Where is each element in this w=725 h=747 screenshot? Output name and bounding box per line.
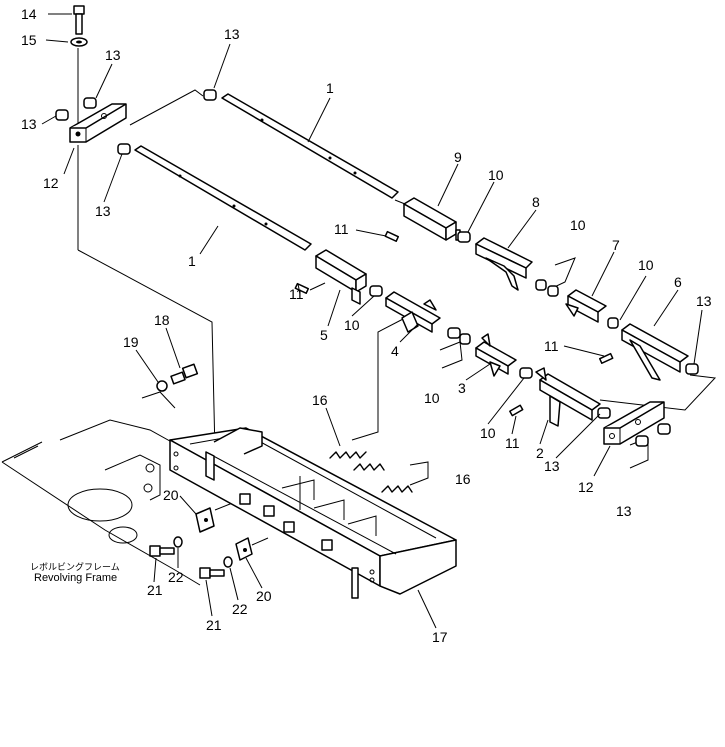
bolt-18 [170, 363, 199, 385]
label-1: 1 [188, 253, 196, 269]
label-13: 13 [544, 458, 560, 474]
label-10: 10 [344, 317, 360, 333]
revolving-frame [1, 419, 201, 586]
rod-1-lower [134, 145, 312, 251]
label-14: 14 [21, 6, 37, 22]
label-10: 10 [480, 425, 496, 441]
clips-20 [195, 507, 253, 561]
label-20: 20 [163, 487, 179, 503]
label-3: 3 [458, 380, 466, 396]
label-13: 13 [105, 47, 121, 63]
label-18: 18 [154, 312, 170, 328]
label-13: 13 [616, 503, 632, 519]
label-10: 10 [488, 167, 504, 183]
bushing-13 [55, 89, 217, 155]
label-15: 15 [21, 32, 37, 48]
lever-6 [621, 323, 689, 381]
label-21: 21 [147, 582, 163, 598]
washers-22 [173, 536, 233, 568]
label-9: 9 [454, 149, 462, 165]
label-leaders [41, 13, 703, 629]
label-16: 16 [455, 471, 471, 487]
label-19: 19 [123, 334, 139, 350]
label-13: 13 [21, 116, 37, 132]
washer-15 [70, 37, 88, 47]
label-10: 10 [638, 257, 654, 273]
frame-17 [169, 427, 457, 599]
label-12: 12 [43, 175, 59, 191]
label-11: 11 [334, 221, 349, 237]
lever-8 [475, 237, 533, 291]
label-10: 10 [424, 390, 440, 406]
bolts-21 [149, 545, 225, 579]
label-13: 13 [224, 26, 240, 42]
label-4: 4 [391, 343, 399, 359]
label-21: 21 [206, 617, 222, 633]
caption-english: Revolving Frame [34, 572, 117, 584]
label-20: 20 [256, 588, 272, 604]
label-17: 17 [432, 629, 448, 645]
label-13: 13 [696, 293, 712, 309]
label-22: 22 [232, 601, 248, 617]
lever-5 [315, 249, 367, 305]
lever-4 [385, 291, 441, 333]
label-22: 22 [168, 569, 184, 585]
springs-16 [329, 451, 413, 493]
washer-19 [156, 380, 168, 392]
part-labels: 14 15 13 13 12 13 13 1 1 9 10 8 10 7 10 … [21, 6, 712, 645]
bracket-12-right [603, 401, 665, 445]
collars-10 [369, 231, 619, 379]
label-13: 13 [95, 203, 111, 219]
label-11: 11 [289, 286, 304, 302]
label-7: 7 [612, 237, 620, 253]
lever-3 [475, 333, 517, 377]
lever-2 [535, 367, 601, 427]
pins-11 [294, 230, 614, 417]
label-5: 5 [320, 327, 328, 343]
bushings-13-right [597, 363, 699, 447]
label-2: 2 [536, 445, 544, 461]
lever-7 [565, 289, 607, 323]
bracket-12-left [69, 103, 127, 143]
frame-caption: レボルビングフレーム Revolving Frame [30, 561, 120, 584]
rod-1-upper [221, 93, 399, 199]
label-10: 10 [570, 217, 586, 233]
label-6: 6 [674, 274, 682, 290]
label-1: 1 [326, 80, 334, 96]
label-8: 8 [532, 194, 540, 210]
label-16: 16 [312, 392, 328, 408]
label-11: 11 [544, 338, 559, 354]
label-12: 12 [578, 479, 594, 495]
lever-9 [403, 197, 461, 241]
label-11: 11 [505, 435, 520, 451]
bolt-14 [73, 5, 85, 35]
caption-japanese: レボルビングフレーム [30, 561, 120, 573]
